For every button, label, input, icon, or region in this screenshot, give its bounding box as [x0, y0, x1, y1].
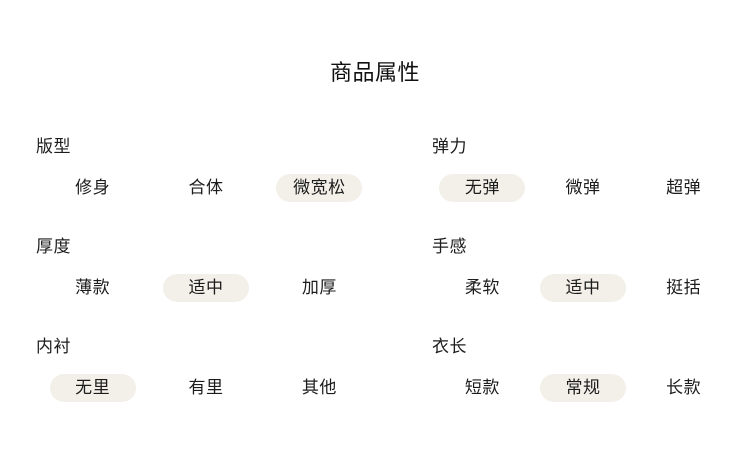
- option-cell: 其他: [263, 374, 376, 402]
- option-chip-handfeel-3[interactable]: 挺括: [666, 278, 702, 298]
- attribute-sections-grid: 版型 修身 合体 微宽松 弹力 无弹 微弹: [0, 136, 750, 436]
- option-chip-thickness-2[interactable]: 适中: [162, 274, 249, 302]
- option-chip-handfeel-2[interactable]: 适中: [539, 274, 626, 302]
- option-chip-fit-2[interactable]: 合体: [188, 178, 224, 198]
- option-cell: 适中: [149, 274, 262, 302]
- option-row-thickness: 薄款 适中 加厚: [36, 274, 376, 302]
- option-cell: 短款: [432, 374, 533, 402]
- attribute-section-handfeel: 手感 柔软 适中 挺括: [398, 236, 750, 336]
- option-chip-elasticity-1[interactable]: 无弹: [439, 174, 526, 202]
- option-chip-handfeel-1[interactable]: 柔软: [464, 278, 500, 298]
- option-cell: 超弹: [633, 174, 734, 202]
- option-chip-fit-1[interactable]: 修身: [75, 178, 111, 198]
- section-label-fit: 版型: [36, 137, 71, 157]
- option-cell: 长款: [633, 374, 734, 402]
- option-chip-elasticity-3[interactable]: 超弹: [666, 178, 702, 198]
- option-chip-thickness-1[interactable]: 薄款: [75, 278, 111, 298]
- option-cell: 合体: [149, 174, 262, 202]
- option-row-lining: 无里 有里 其他: [36, 374, 376, 402]
- option-cell: 适中: [533, 274, 634, 302]
- option-cell: 薄款: [36, 274, 149, 302]
- option-row-fit: 修身 合体 微宽松: [36, 174, 376, 202]
- option-cell: 常规: [533, 374, 634, 402]
- option-row-handfeel: 柔软 适中 挺括: [432, 274, 734, 302]
- option-cell: 微弹: [533, 174, 634, 202]
- option-cell: 挺括: [633, 274, 734, 302]
- section-label-thickness: 厚度: [36, 237, 71, 257]
- attribute-section-length: 衣长 短款 常规 长款: [398, 336, 750, 436]
- option-chip-lining-1[interactable]: 无里: [49, 374, 136, 402]
- option-cell: 修身: [36, 174, 149, 202]
- option-row-elasticity: 无弹 微弹 超弹: [432, 174, 734, 202]
- option-chip-thickness-3[interactable]: 加厚: [301, 278, 337, 298]
- option-chip-length-1[interactable]: 短款: [464, 378, 500, 398]
- section-label-handfeel: 手感: [432, 237, 467, 257]
- option-chip-lining-2[interactable]: 有里: [188, 378, 224, 398]
- attribute-section-fit: 版型 修身 合体 微宽松: [0, 136, 398, 236]
- option-cell: 柔软: [432, 274, 533, 302]
- option-chip-fit-3[interactable]: 微宽松: [276, 174, 363, 202]
- option-row-length: 短款 常规 长款: [432, 374, 734, 402]
- option-chip-length-2[interactable]: 常规: [539, 374, 626, 402]
- option-chip-elasticity-2[interactable]: 微弹: [565, 178, 601, 198]
- attribute-section-elasticity: 弹力 无弹 微弹 超弹: [398, 136, 750, 236]
- option-cell: 微宽松: [263, 174, 376, 202]
- section-label-length: 衣长: [432, 337, 467, 357]
- option-cell: 无里: [36, 374, 149, 402]
- section-label-lining: 内衬: [36, 337, 71, 357]
- option-cell: 加厚: [263, 274, 376, 302]
- option-cell: 有里: [149, 374, 262, 402]
- attribute-section-thickness: 厚度 薄款 适中 加厚: [0, 236, 398, 336]
- option-cell: 无弹: [432, 174, 533, 202]
- attribute-section-lining: 内衬 无里 有里 其他: [0, 336, 398, 436]
- option-chip-length-3[interactable]: 长款: [666, 378, 702, 398]
- page-title: 商品属性: [329, 61, 420, 86]
- option-chip-lining-3[interactable]: 其他: [301, 378, 337, 398]
- section-label-elasticity: 弹力: [432, 137, 467, 157]
